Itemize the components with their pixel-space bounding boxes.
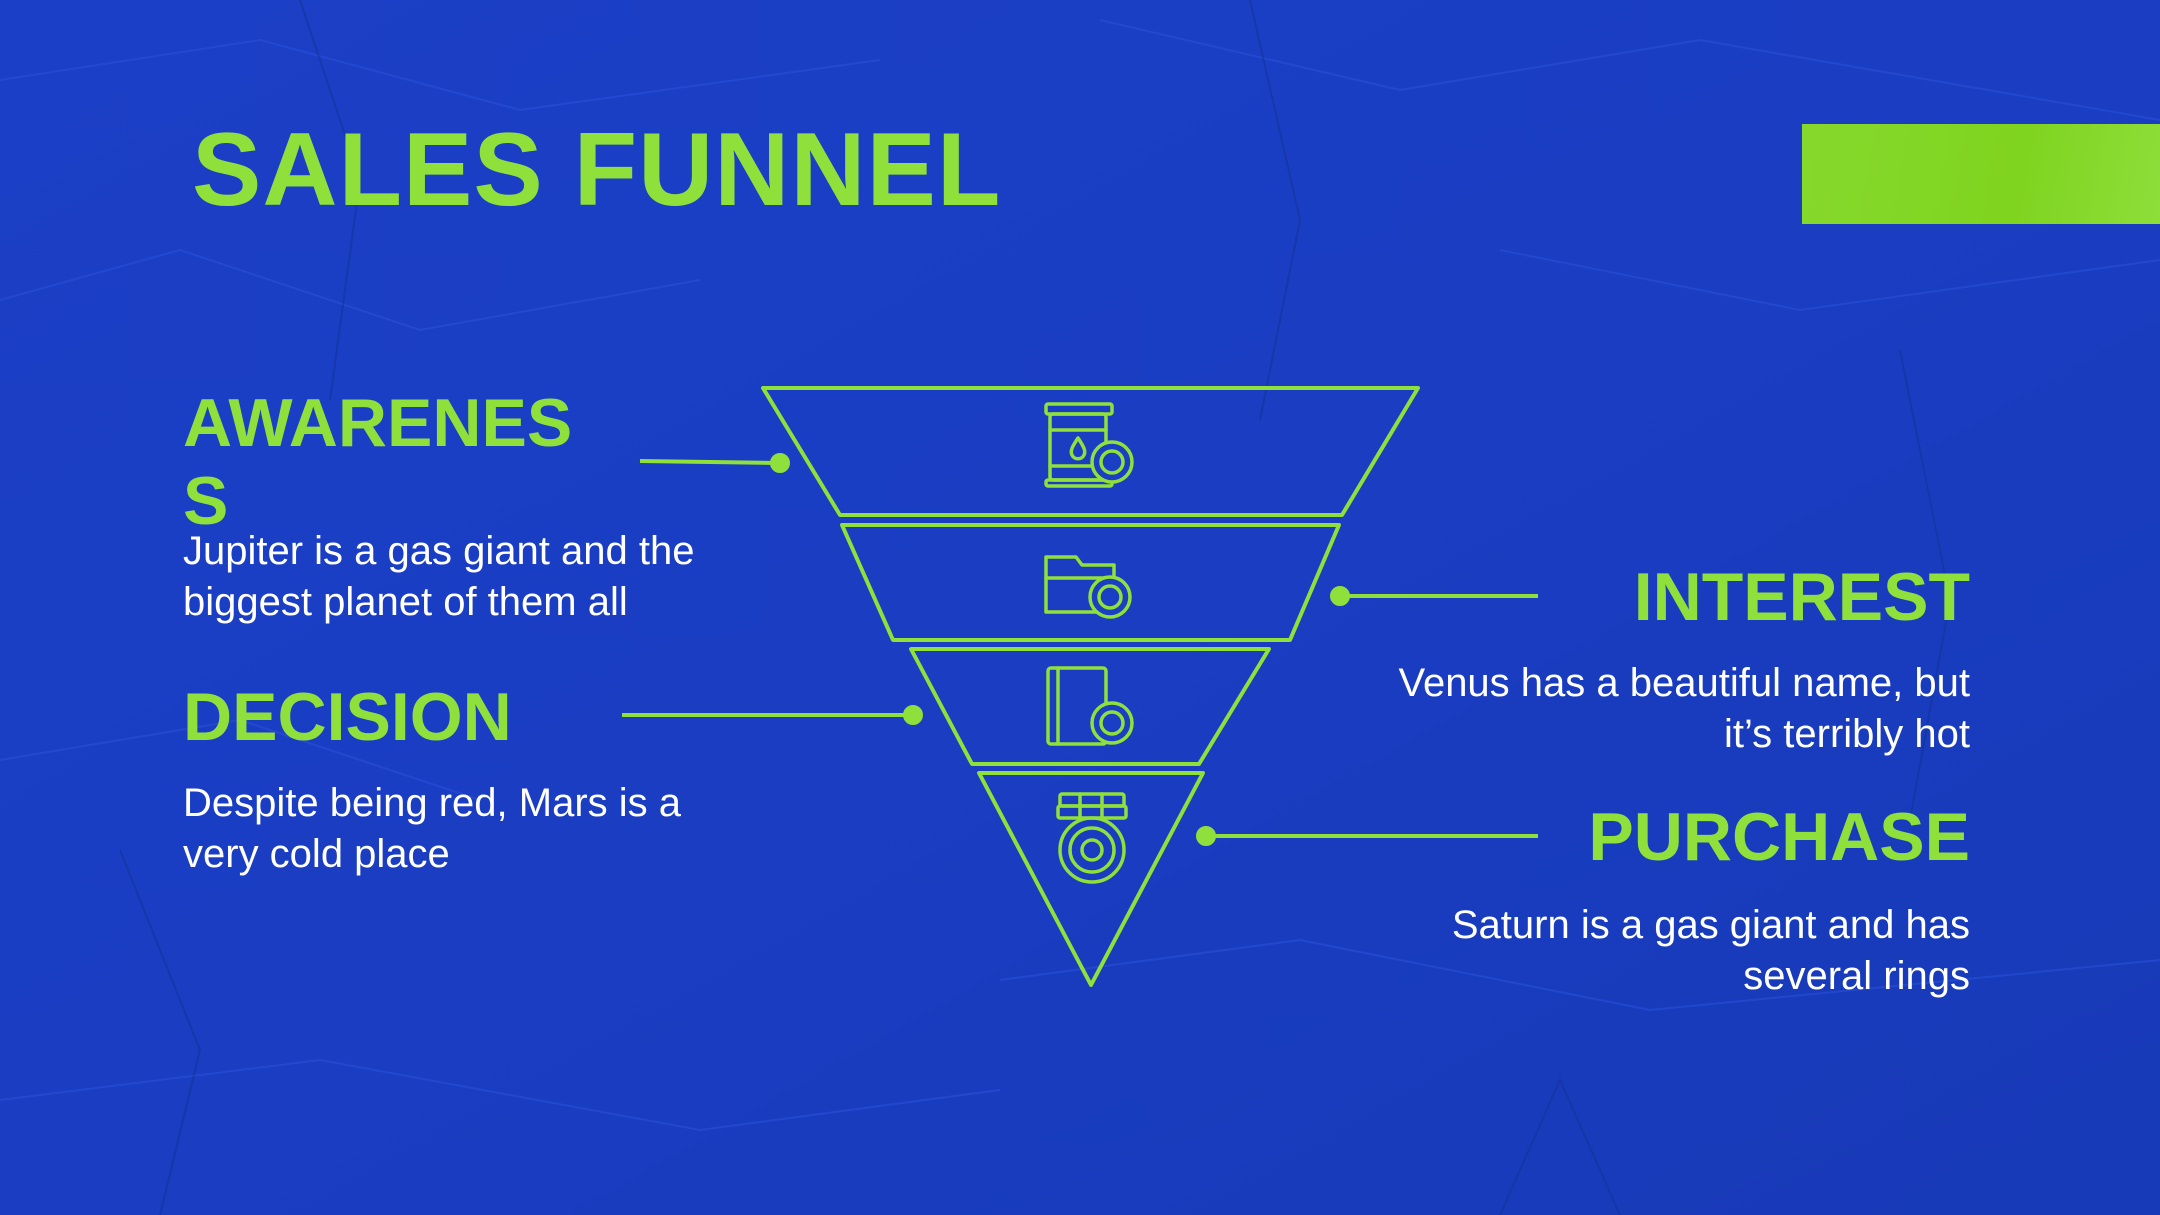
funnel-tier-2 bbox=[840, 523, 1341, 642]
interest-heading: INTEREST bbox=[1633, 559, 1970, 635]
connector-interest bbox=[1330, 586, 1538, 606]
slide-title: SALES FUNNEL bbox=[192, 112, 1002, 228]
awareness-heading: AWARENESS bbox=[183, 385, 573, 539]
awareness-description: Jupiter is a gas giant and the biggest p… bbox=[183, 529, 695, 624]
accent-bar bbox=[1802, 124, 2160, 224]
decision-heading: DECISION bbox=[183, 679, 512, 755]
purchase-description: Saturn is a gas giant and has several ri… bbox=[1451, 903, 1970, 998]
connector-purchase bbox=[1196, 826, 1538, 846]
funnel-tier-4 bbox=[977, 771, 1205, 987]
folder-recycle-icon bbox=[1044, 555, 1132, 619]
book-recycle-icon bbox=[1046, 666, 1134, 746]
funnel-tier-3 bbox=[909, 647, 1271, 766]
funnel-tier-1 bbox=[761, 386, 1420, 517]
oil-barrel-recycle-icon bbox=[1044, 402, 1134, 488]
purchase-heading: PURCHASE bbox=[1588, 799, 1970, 875]
interest-description: Venus has a beautiful name, but it’s ter… bbox=[1398, 661, 1970, 756]
coin-stack-recycle-icon bbox=[1056, 792, 1128, 884]
decision-description: Despite being red, Mars is a very cold p… bbox=[183, 781, 682, 876]
connector-decision bbox=[622, 705, 923, 725]
connector-awareness bbox=[639, 453, 790, 473]
